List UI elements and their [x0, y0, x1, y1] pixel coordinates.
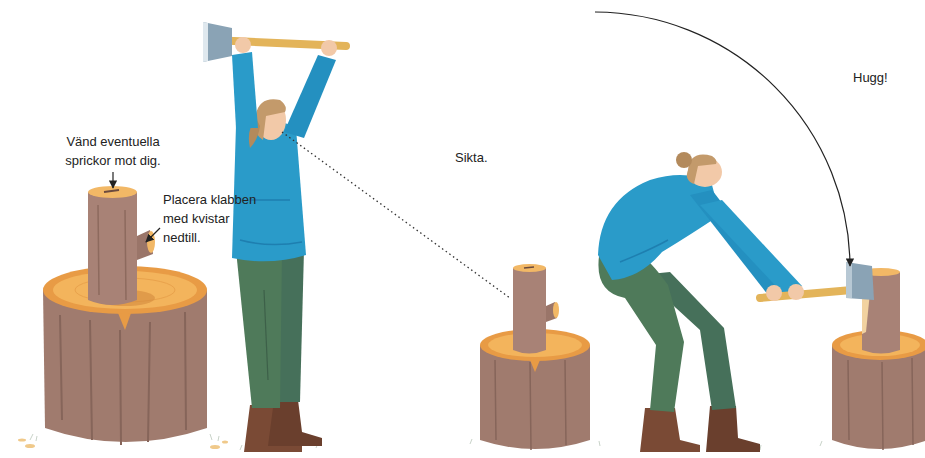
woman-aiming-part [236, 250, 282, 408]
woman-aiming-part [203, 22, 232, 62]
woman-aiming-part [235, 37, 251, 53]
callout-arrow-part [146, 228, 160, 242]
woman-chopping-part [706, 406, 760, 452]
instruction-note: Vänd eventuella sprickor mot dig. [50, 132, 176, 170]
woman-aiming-part [321, 40, 337, 56]
chopping-block-part [118, 313, 131, 330]
woman-aiming-part [284, 55, 336, 138]
woman-aiming-part [264, 290, 268, 380]
chopping-block-part [848, 358, 913, 450]
log-part [513, 264, 546, 272]
woman-chopping-part [766, 285, 782, 301]
log-part [553, 302, 559, 318]
woman-chopping [598, 152, 852, 452]
callout-arrow-part [112, 172, 113, 188]
chopping-block-part [530, 360, 540, 372]
woman-chopping-part [640, 408, 700, 452]
axe-head [846, 262, 874, 300]
log-part [513, 268, 546, 354]
woman-aiming-part [254, 99, 286, 140]
chopping-block-part [60, 312, 186, 445]
wood-chips-part [210, 445, 220, 449]
log [88, 186, 155, 305]
woman-chopping-part [676, 152, 692, 168]
swing-arc [595, 12, 850, 266]
woman-aiming-part [203, 22, 208, 62]
wood-chips-part [25, 444, 35, 448]
chopping-block-part [832, 345, 925, 449]
log-part [524, 267, 534, 268]
woman-chopping-part [598, 175, 720, 280]
axe-head-part [846, 262, 852, 298]
chopping-block-part [495, 360, 566, 450]
step-label: Sikta. [455, 148, 535, 167]
step-label: Hugg! [853, 68, 913, 87]
wood-chips-part [222, 441, 228, 444]
instruction-note: Placera klabben med kvistar nedtill. [163, 190, 257, 247]
woman-chopping-part [700, 200, 802, 297]
wood-chips-part [18, 439, 26, 442]
woman-aiming [203, 22, 346, 452]
log-part [88, 192, 137, 305]
woman-chopping-part [788, 284, 804, 300]
woman-chopping-part [620, 240, 668, 262]
log-part [98, 205, 126, 300]
log-part [104, 190, 119, 192]
callout-arrow [113, 172, 160, 242]
woman-aiming-part [232, 52, 258, 128]
axe-head-part [846, 262, 874, 300]
log [513, 264, 559, 354]
